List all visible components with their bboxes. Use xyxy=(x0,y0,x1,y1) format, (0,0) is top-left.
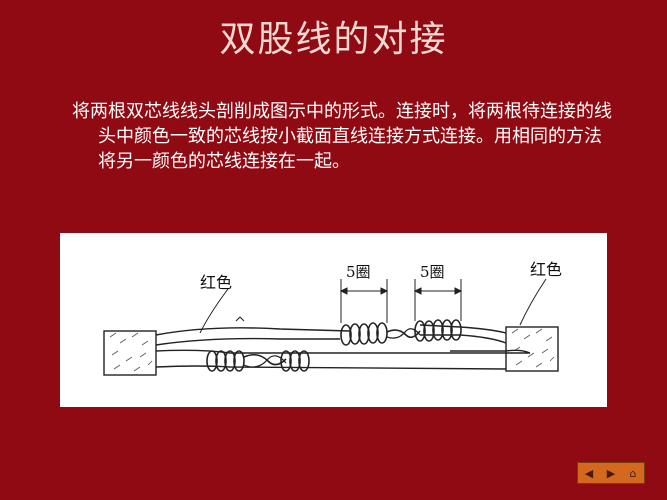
slide-navigation: ◀ ▶ ⌂ xyxy=(577,462,645,484)
dimension-marks xyxy=(339,279,463,323)
label-red-left: 红色 xyxy=(200,273,232,292)
slide-title: 双股线的对接 xyxy=(219,19,448,60)
label-turns-left: 5圈 xyxy=(346,263,371,281)
wire-joint-diagram: 红色 红色 5圈 5圈 xyxy=(60,233,607,407)
left-cable-sheath xyxy=(103,330,157,376)
slide-paragraph: 将两根双芯线线头剖削成图示中的形式。连接时，将两根待连接的线头中颜色一致的芯线按… xyxy=(72,101,612,172)
home-icon[interactable]: ⌂ xyxy=(629,466,637,480)
next-slide-icon[interactable]: ▶ xyxy=(606,466,616,480)
right-cable-sheath xyxy=(505,326,559,372)
upper-right-coil xyxy=(414,319,462,342)
upper-left-coil xyxy=(340,322,388,346)
lower-right-coil xyxy=(280,350,310,372)
prev-slide-icon[interactable]: ◀ xyxy=(584,466,594,480)
label-red-right: 红色 xyxy=(530,260,562,279)
label-turns-right: 5圈 xyxy=(420,263,445,281)
lower-left-coil xyxy=(206,350,245,372)
